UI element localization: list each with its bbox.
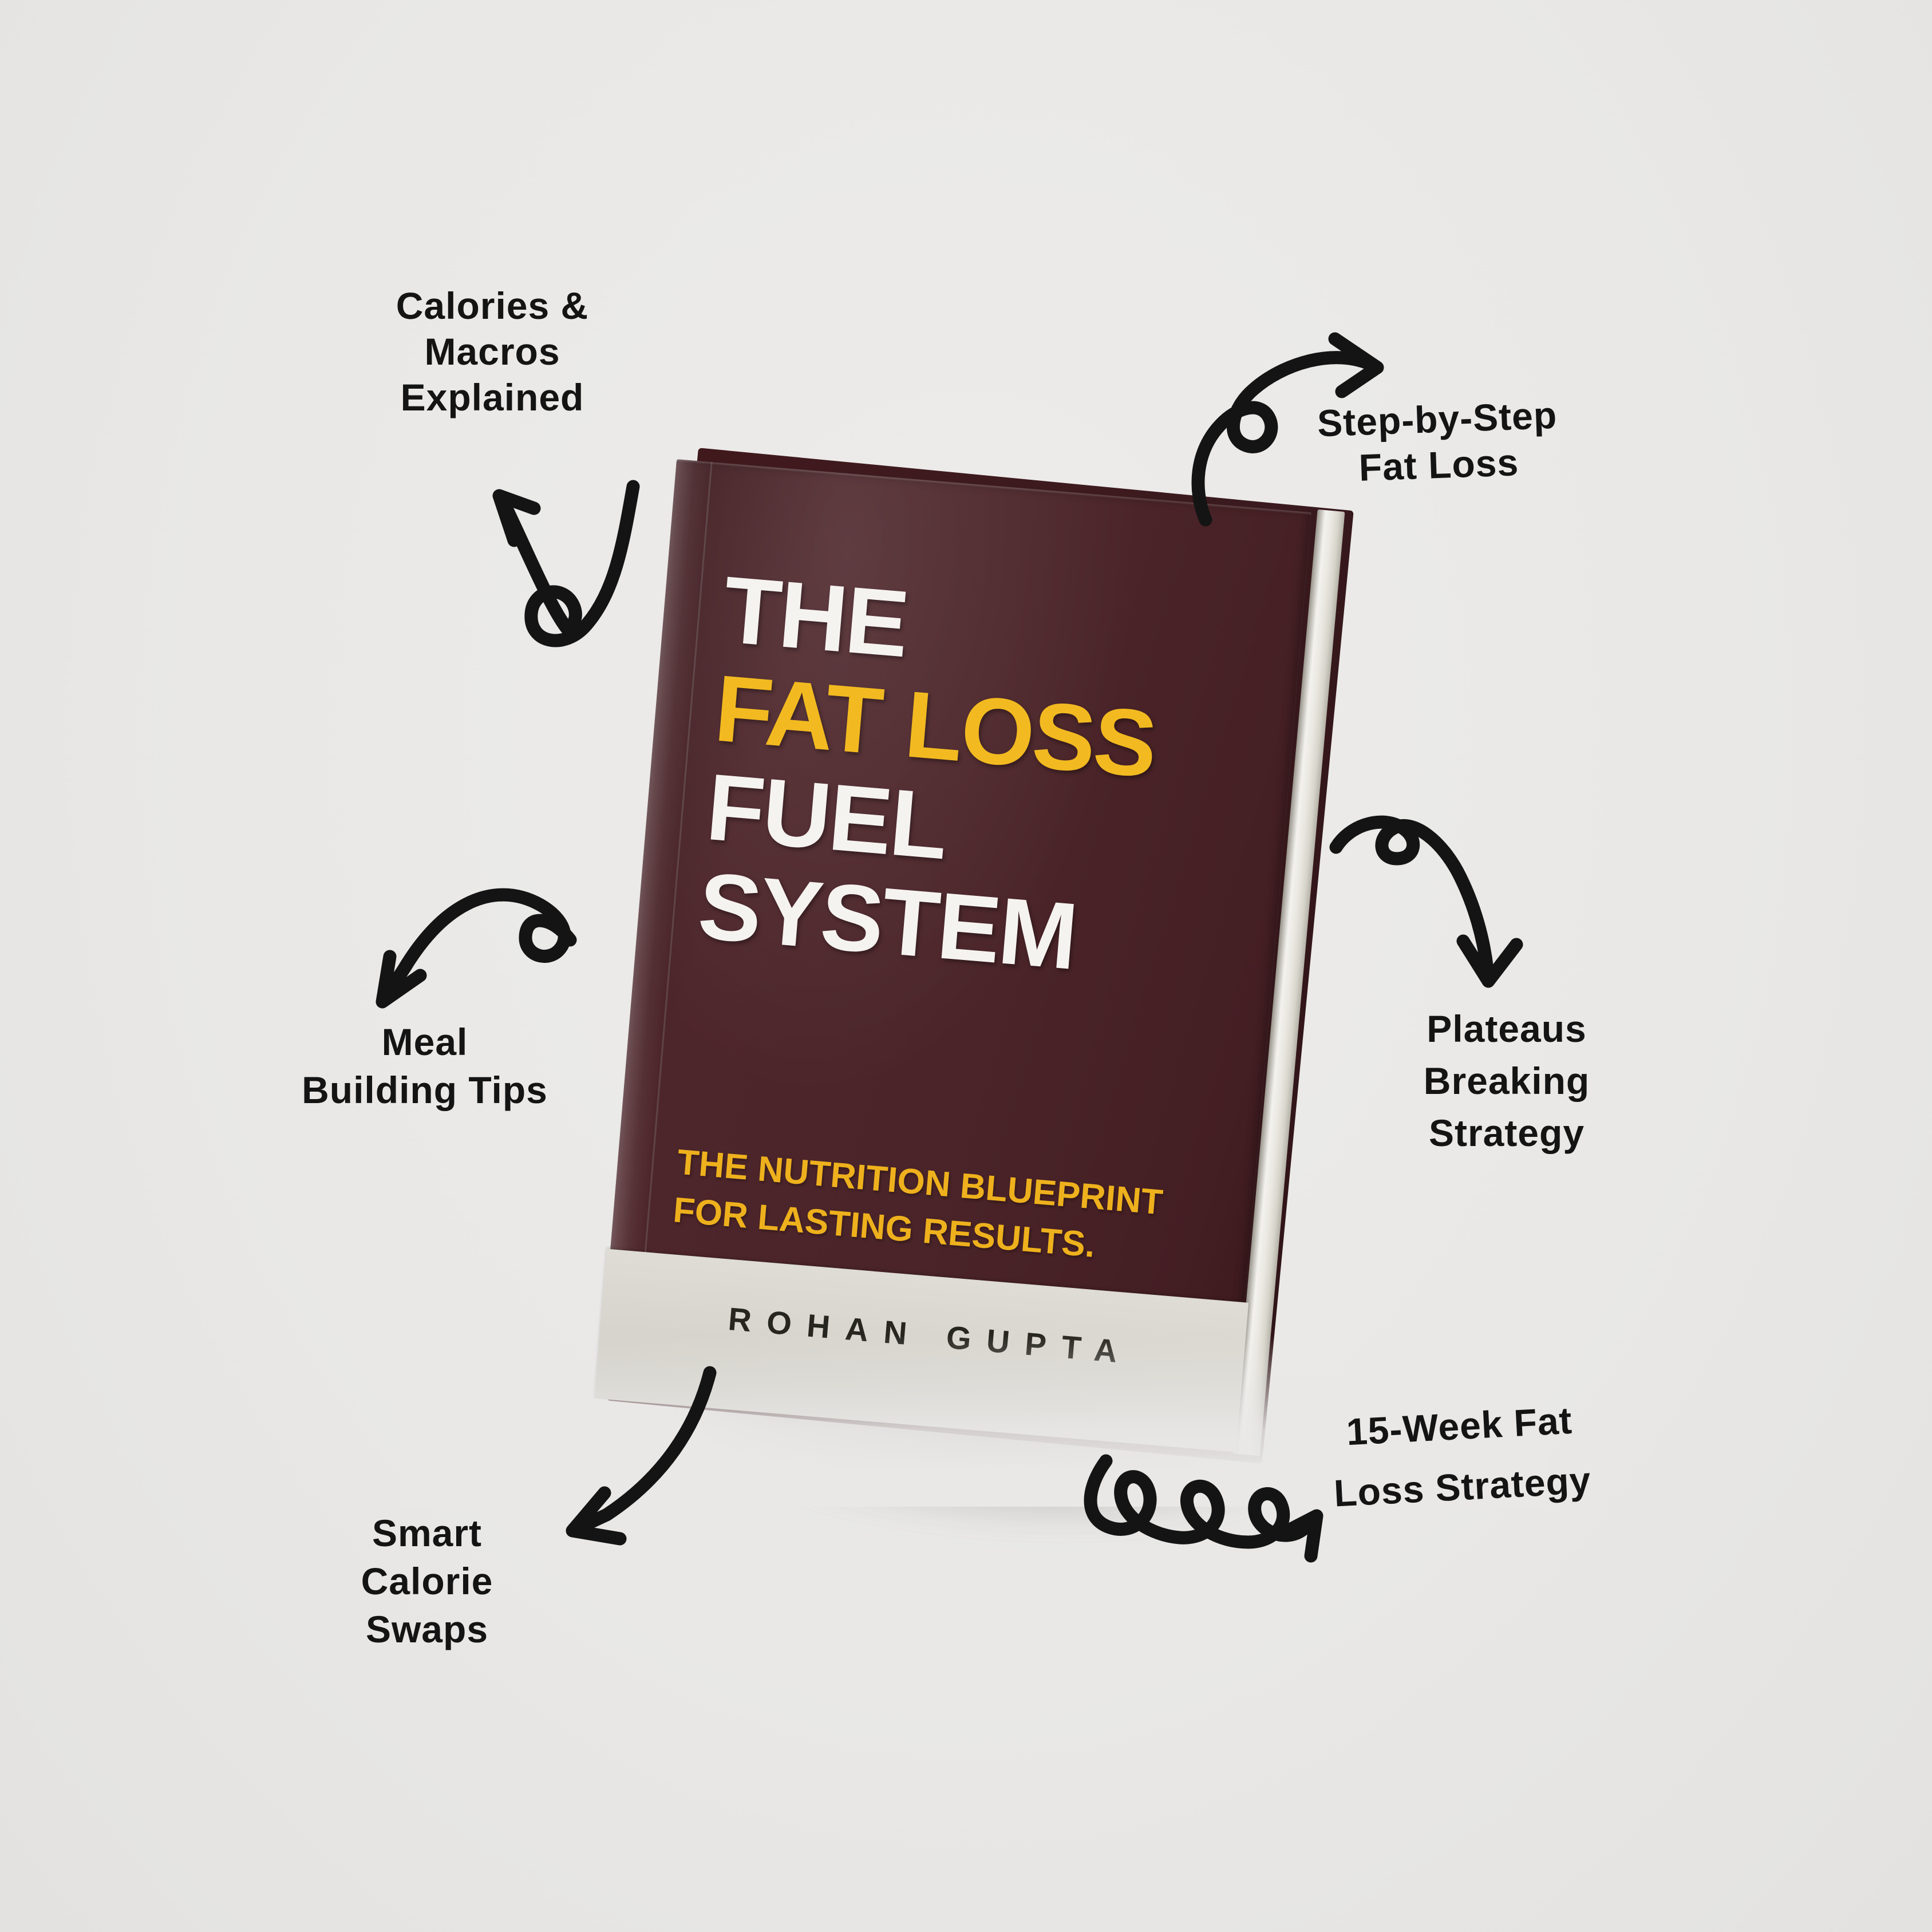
callout-fifteen-week: 15-Week Fat Loss Strategy xyxy=(1329,1389,1593,1523)
arrow-smart-swaps-icon xyxy=(566,1366,717,1546)
callout-step-by-step: Step-by-Step Fat Loss xyxy=(1317,392,1559,492)
arrow-step-by-step-icon xyxy=(1191,332,1384,527)
arrow-fifteen-week-icon xyxy=(1084,1454,1323,1563)
callout-line: Breaking xyxy=(1423,1060,1590,1102)
callout-smart-calorie-swaps: Smart Calorie Swaps xyxy=(361,1509,493,1653)
callout-line: Meal xyxy=(381,1021,468,1063)
arrow-meal-building-icon xyxy=(376,888,577,1009)
callout-line: Smart xyxy=(372,1512,483,1554)
callout-plateaus-breaking: Plateaus Breaking Strategy xyxy=(1424,1003,1590,1159)
callout-line: Calories & xyxy=(396,285,589,327)
callout-line: Macros xyxy=(424,330,560,373)
callout-line: Strategy xyxy=(1428,1112,1585,1154)
arrow-plateaus-breaking-icon xyxy=(1329,815,1523,988)
callout-line: Plateaus xyxy=(1427,1008,1587,1050)
arrow-calories-macros-icon xyxy=(492,480,640,647)
callout-meal-building: Meal Building Tips xyxy=(302,1018,548,1114)
book-bottom-fade xyxy=(401,1335,1546,1507)
callout-line: Fat Loss xyxy=(1358,441,1520,489)
callout-line: Building Tips xyxy=(302,1069,548,1111)
callout-line: Explained xyxy=(400,376,584,418)
callout-line: Swaps xyxy=(365,1608,489,1650)
callout-line: Calorie xyxy=(361,1560,493,1602)
callout-calories-macros: Calories & Macros Explained xyxy=(396,283,588,420)
callout-line: Step-by-Step xyxy=(1316,393,1558,445)
